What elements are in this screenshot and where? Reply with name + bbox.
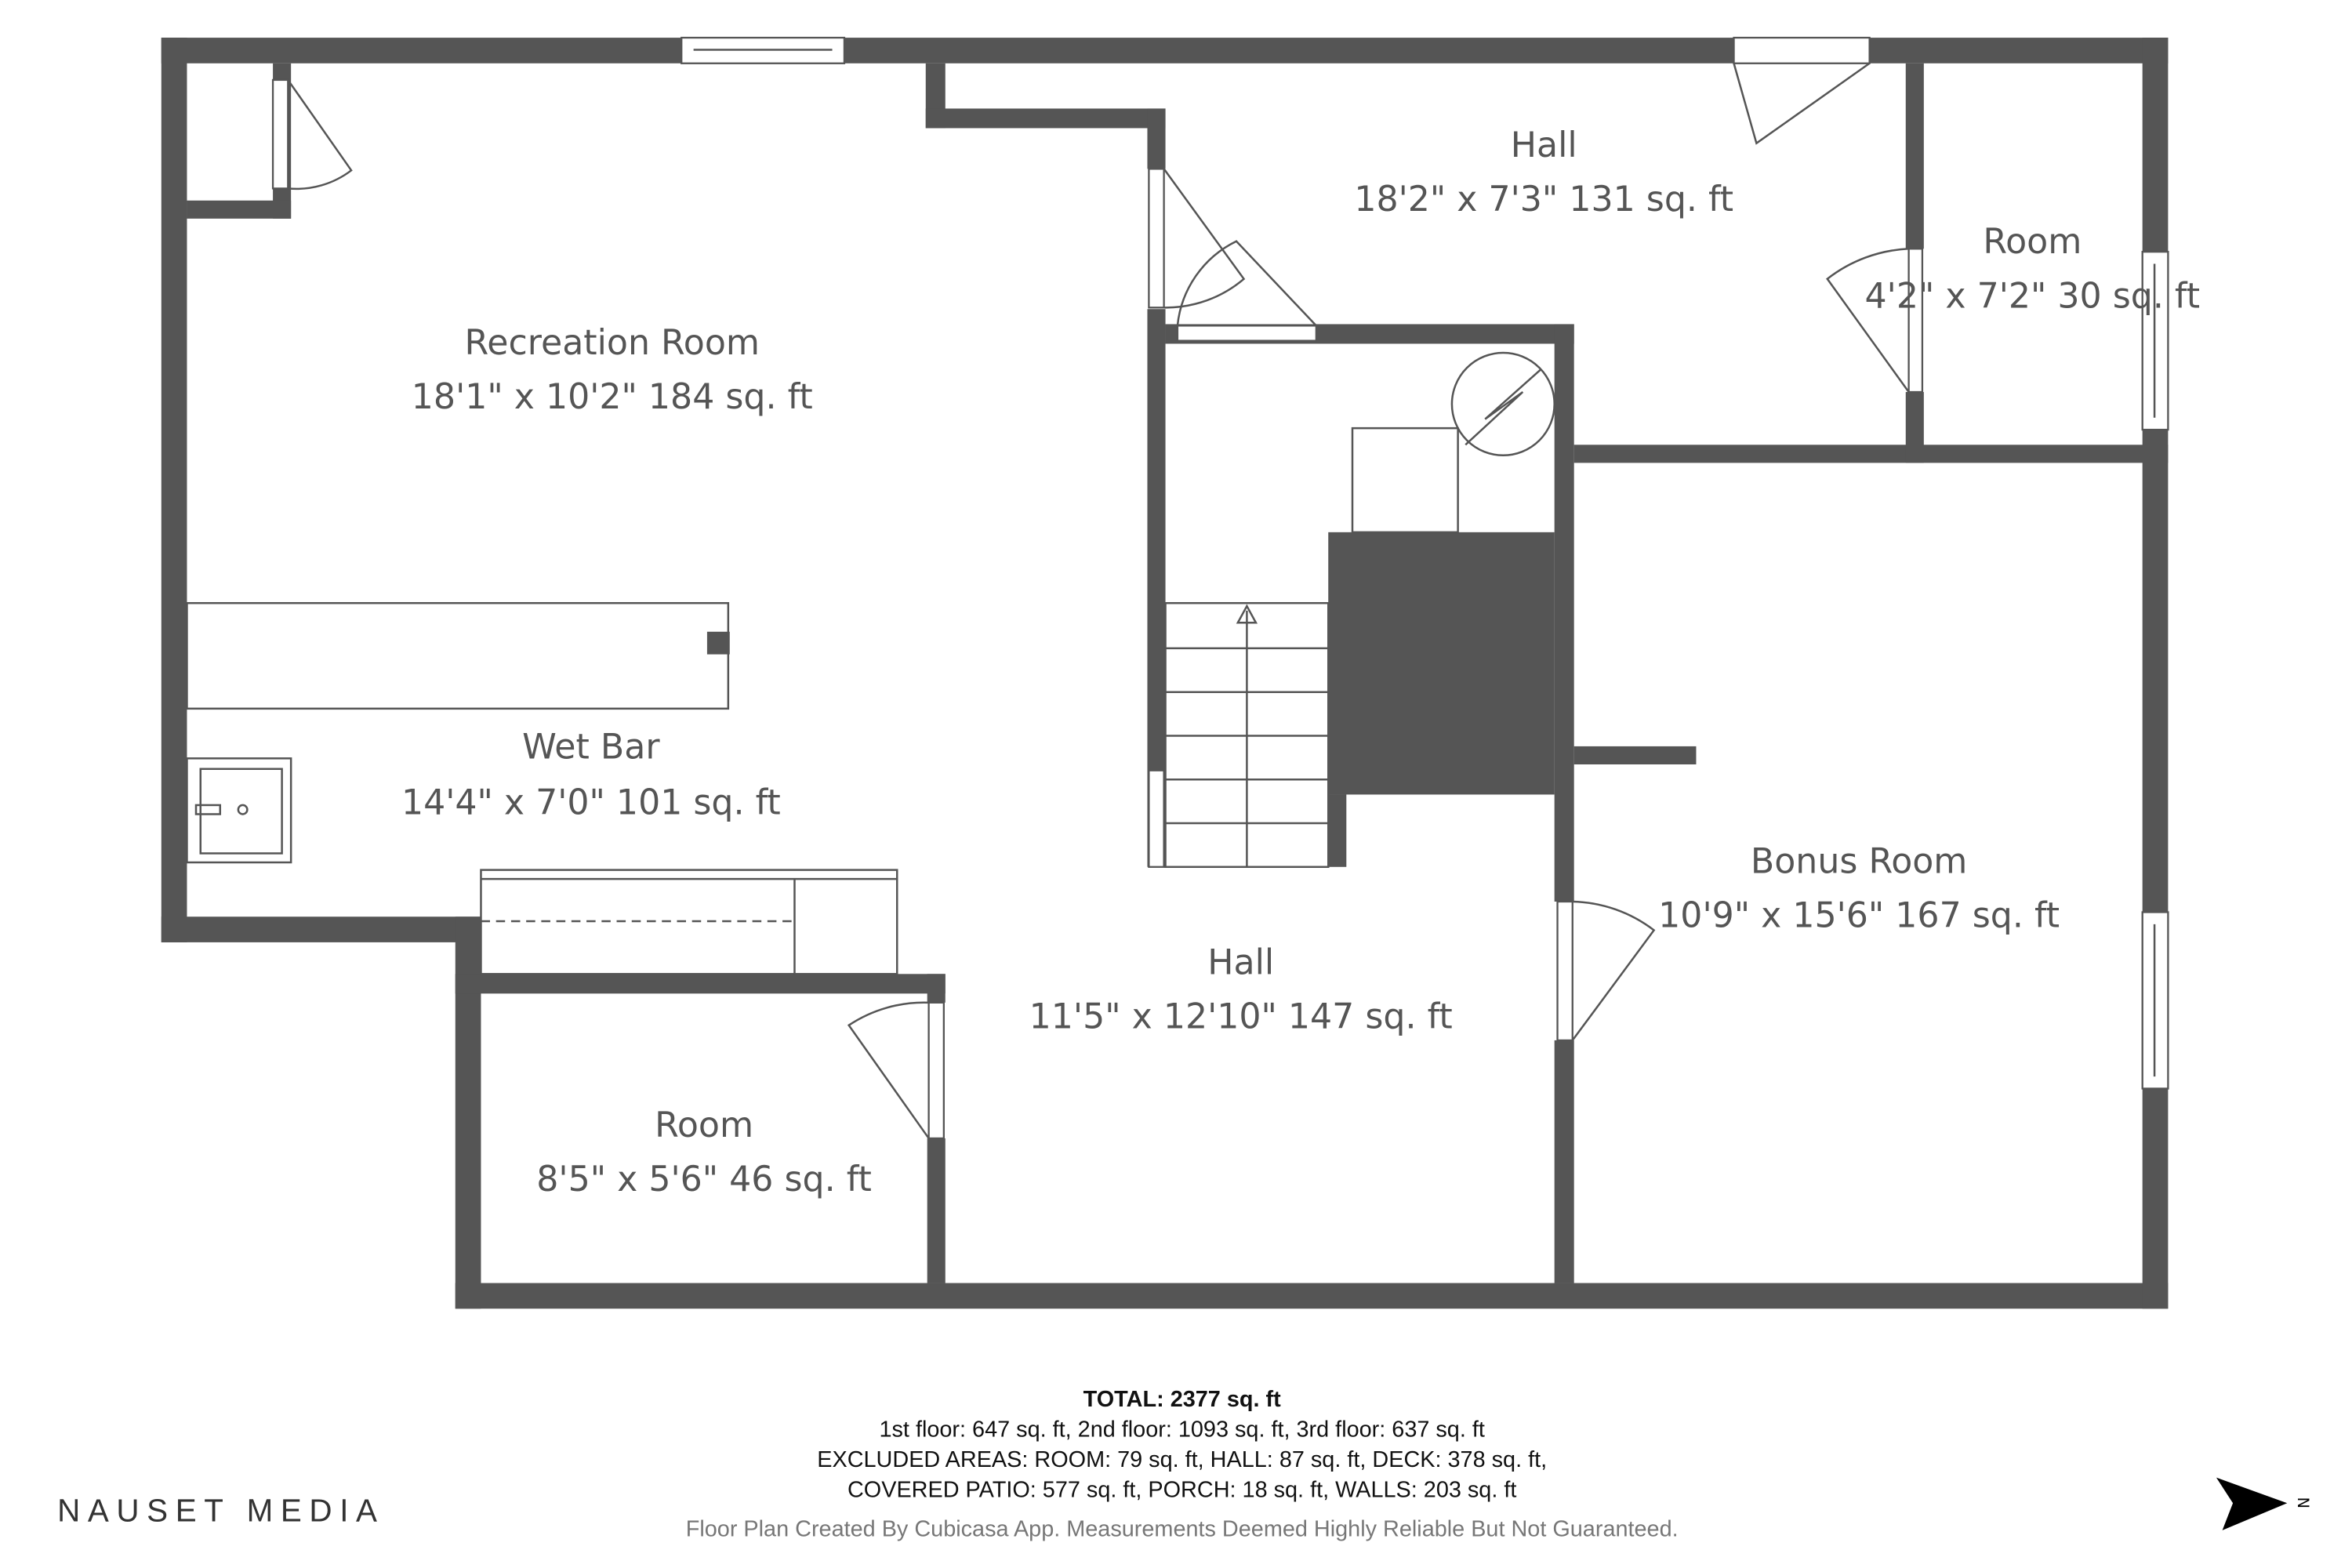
room-dims: 14'4" x 7'0" 101 sq. ft bbox=[401, 782, 781, 822]
water-heater-icon bbox=[1450, 351, 1555, 457]
doors bbox=[271, 62, 1924, 1140]
summary: TOTAL: 2377 sq. ft 1st floor: 647 sq. ft… bbox=[686, 1387, 1679, 1541]
disclaimer: Floor Plan Created By Cubicasa App. Meas… bbox=[686, 1517, 1679, 1542]
room-dims: 10'9" x 15'6" 167 sq. ft bbox=[1658, 896, 2060, 936]
room-name: Room bbox=[655, 1105, 753, 1145]
room-dims: 11'5" x 12'10" 147 sq. ft bbox=[1029, 997, 1453, 1037]
room-name: Bonus Room bbox=[1751, 841, 1967, 881]
bar-counter bbox=[186, 601, 730, 710]
stairs bbox=[1148, 601, 1330, 869]
excluded-areas-2: COVERED PATIO: 577 sq. ft, PORCH: 18 sq.… bbox=[848, 1478, 1516, 1503]
floor-areas: 1st floor: 647 sq. ft, 2nd floor: 1093 s… bbox=[879, 1417, 1484, 1443]
excluded-areas-1: EXCLUDED AREAS: ROOM: 79 sq. ft, HALL: 8… bbox=[817, 1447, 1547, 1472]
room-dims: 8'5" x 5'6" 46 sq. ft bbox=[536, 1160, 872, 1200]
room-labels: Recreation Room 18'1" x 10'2" 184 sq. ft… bbox=[401, 125, 2200, 1200]
room-name: Wet Bar bbox=[522, 727, 660, 767]
room-name: Room bbox=[1983, 222, 2082, 262]
room-dims: 18'2" x 7'3" 131 sq. ft bbox=[1354, 180, 1733, 220]
north-arrow-icon: N bbox=[2216, 1477, 2312, 1530]
fixtures bbox=[186, 351, 1555, 975]
compass-label: N bbox=[2294, 1497, 2312, 1508]
room-dims: 4'2" x 7'2" 30 sq. ft bbox=[1865, 276, 2201, 316]
sink bbox=[186, 757, 292, 864]
furnace bbox=[1351, 426, 1459, 534]
brand-logo: NAUSET MEDIA bbox=[57, 1492, 385, 1528]
total-area: TOTAL: 2377 sq. ft bbox=[1083, 1387, 1281, 1412]
room-name: Hall bbox=[1207, 942, 1274, 982]
room-name: Recreation Room bbox=[465, 323, 760, 363]
room-name: Hall bbox=[1511, 125, 1577, 165]
walls bbox=[161, 38, 2169, 1309]
windows bbox=[681, 36, 2169, 1090]
room-dims: 18'1" x 10'2" 184 sq. ft bbox=[412, 377, 813, 417]
